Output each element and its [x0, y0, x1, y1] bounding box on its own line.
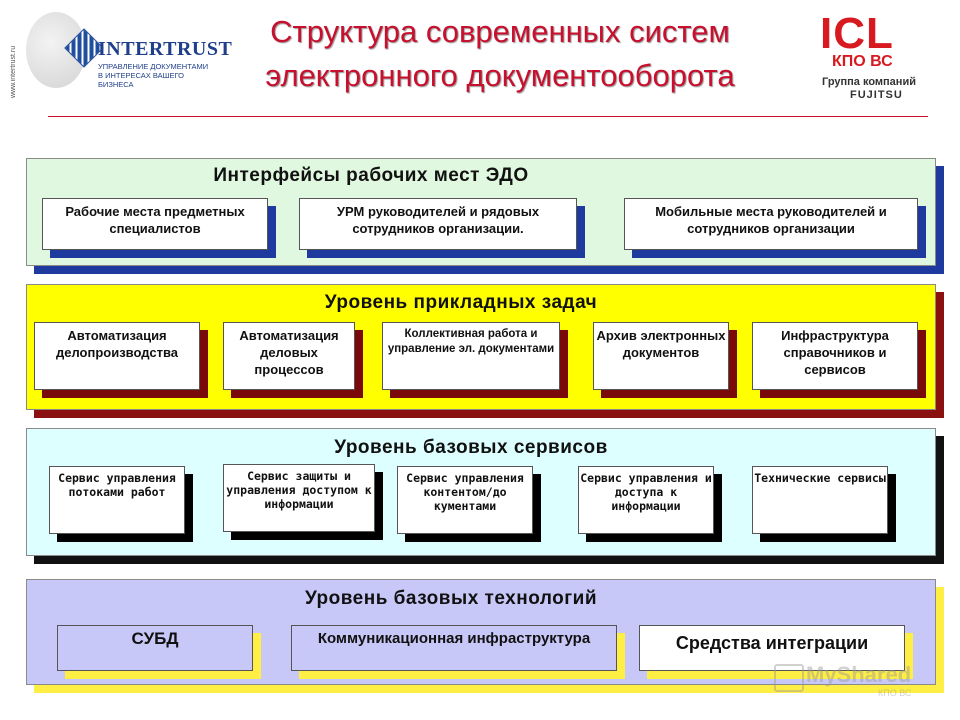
logo-vertical-url: www.intertrust.ru — [10, 45, 17, 98]
intertrust-name: INTERTRUST — [98, 38, 233, 60]
group-line: Группа компаний — [822, 76, 916, 88]
title-divider — [48, 116, 928, 117]
box-office-automation: Автоматизация делопроизводства — [34, 322, 200, 390]
title-line2: электронного документооборота — [265, 58, 735, 93]
title-line1: Структура современных систем — [270, 14, 730, 49]
panel-title: Уровень базовых сервисов — [334, 437, 608, 458]
watermark-sub: КПО ВС — [878, 688, 912, 698]
box-access-service: Сервис управления и доступа к информации — [578, 466, 714, 534]
page-title: Структура современных систем электронног… — [200, 10, 800, 98]
box-subject-specialists: Рабочие места предметных специалистов — [42, 198, 268, 250]
intertrust-logo: www.intertrust.ru INTERTRUST управление … — [10, 8, 232, 98]
box-reference-infrastructure: Инфраструктура справочников и сервисов — [752, 322, 918, 390]
tagline-line1: управление документами — [98, 62, 209, 71]
box-technical-services: Технические сервисы — [752, 466, 888, 534]
box-content-service: Сервис управления контентом/до кументами — [397, 466, 533, 534]
box-mobile-workplaces: Мобильные места руководителей и сотрудни… — [624, 198, 918, 250]
panel-title: Уровень прикладных задач — [324, 292, 598, 313]
panel-title: Уровень базовых технологий — [304, 588, 598, 609]
group-name: FUJITSU — [850, 89, 903, 101]
box-communication-infrastructure: Коммуникационная инфраструктура — [291, 625, 617, 671]
box-collaboration: Коллективная работа и управление эл. док… — [382, 322, 560, 390]
icl-brand: ICL — [820, 9, 894, 58]
myshared-watermark: MyShared КПО ВС — [770, 660, 930, 700]
panel-title: Интерфейсы рабочих мест ЭДО — [213, 165, 529, 186]
box-security-service: Сервис защиты и управления доступом к ин… — [223, 464, 375, 532]
box-process-automation: Автоматизация деловых процессов — [223, 322, 355, 390]
box-managers-workplaces: УРМ руководителей и рядовых сотрудников … — [299, 198, 577, 250]
box-integration-tools: Средства интеграции — [639, 625, 905, 671]
icl-sub: КПО ВС — [832, 53, 893, 70]
box-dbms: СУБД — [57, 625, 253, 671]
tagline-line2: в интересах вашего бизнеса — [98, 71, 184, 89]
presentation-icon — [774, 664, 804, 692]
icl-logo: ICL КПО ВС Группа компаний FUJITSU — [820, 9, 930, 114]
box-archive: Архив электронных документов — [593, 322, 729, 390]
box-workflow-service: Сервис управления потоками работ — [49, 466, 185, 534]
intertrust-tagline: управление документами в интересах вашег… — [98, 62, 210, 89]
watermark-text: MyShared — [806, 662, 912, 687]
